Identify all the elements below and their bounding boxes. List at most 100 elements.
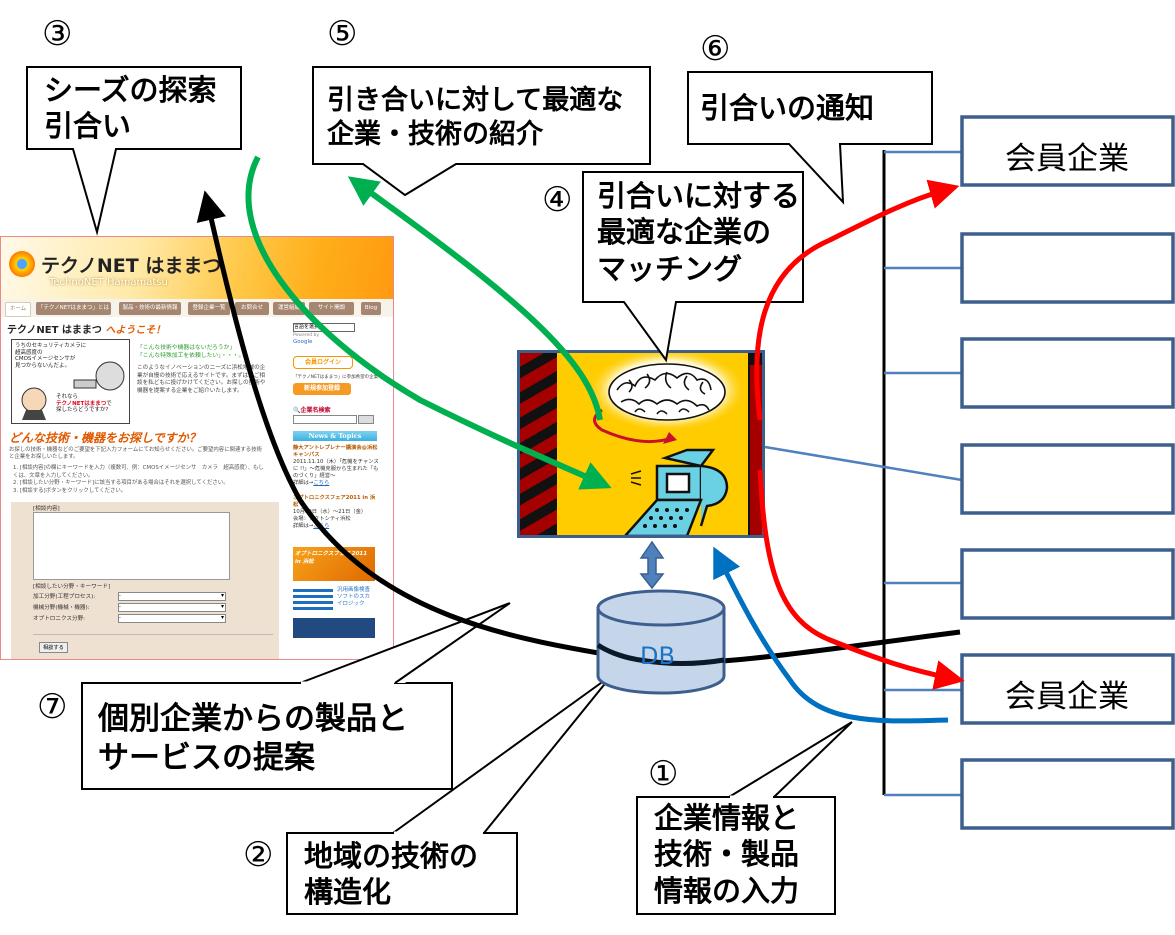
tab-companies[interactable]: 登録企業一覧 bbox=[188, 302, 230, 315]
callout-text-2: 地域の技術の 構造化 bbox=[304, 839, 479, 910]
consult-form: [相談内容] [相談したい分野・キーワード] 加工分野(工程プロセス): - 機… bbox=[11, 502, 279, 659]
red-arrow-notify-top bbox=[754, 179, 960, 421]
company-boxes bbox=[960, 115, 1175, 830]
curved-arrow bbox=[593, 408, 673, 444]
skylogiq-text[interactable]: 汎用画像検査 ソフトのスカ イロジック bbox=[337, 587, 371, 608]
site-paragraph: お探しの技術・機器などのご要望を下記入力フォームにてお知らせください。ご要望内容… bbox=[9, 447, 262, 461]
callout-text-7: 個別企業からの製品と サービスの提案 bbox=[98, 701, 408, 776]
step-number-2: ② bbox=[243, 835, 274, 875]
company-search-heading: 🔍企業名検索 bbox=[293, 407, 331, 414]
site-comic: うちのセキュリティカメラに 超高感度の CMOSイメージセンサが 見つからないん… bbox=[11, 339, 130, 424]
site-heading: どんな技術・機器をお探しですか？ bbox=[9, 431, 201, 445]
comic-illustration bbox=[21, 361, 125, 420]
news-link[interactable]: こちら bbox=[313, 480, 330, 487]
site-welcome: テクノNET はままつ へようこそ！ bbox=[7, 321, 269, 336]
consult-submit-button[interactable]: 相談する bbox=[39, 642, 68, 653]
step-number-1: ① bbox=[648, 754, 679, 794]
search-icon: 🔍 bbox=[293, 407, 301, 414]
form-divider bbox=[33, 634, 273, 635]
callout-text-1: 企業情報と 技術・製品 情報の入力 bbox=[654, 801, 800, 908]
join-note: 「テクノNETはままつ」に参加希望の企業 bbox=[293, 375, 379, 380]
company-connectors bbox=[764, 150, 963, 797]
field-label: オプトロニクス分野: bbox=[33, 616, 86, 622]
site-logo[interactable]: テクノNET はままつ bbox=[41, 255, 222, 277]
site-intro: このようなイノベーションのニーズに浜松地域の企業が自慢の技術で応えるサイトです。… bbox=[137, 365, 266, 394]
news-title[interactable]: 静大アントレプレナー講演会@浜松キャンパス bbox=[293, 445, 378, 459]
company-box bbox=[960, 232, 1175, 304]
callouts bbox=[26, 66, 933, 915]
database-label: DB bbox=[640, 642, 675, 670]
green-arrow-introduction bbox=[347, 176, 603, 421]
matching-illustration bbox=[517, 350, 765, 538]
double-arrow-icon bbox=[639, 540, 665, 590]
news-title[interactable]: オプトロニクスフェア2011 in 浜松 bbox=[293, 495, 376, 509]
step-number-6: ⑥ bbox=[700, 29, 731, 69]
callout-box-4 bbox=[582, 171, 804, 363]
callout-box-3 bbox=[26, 66, 242, 236]
tab-latest[interactable]: 製品・技術の最新情報 bbox=[119, 302, 181, 315]
instruction-item: 1. [相談内容]の欄にキーワードを入力（複数可、例：CMOSイメージセンサ カ… bbox=[13, 465, 264, 479]
step-number-5: ⑤ bbox=[327, 14, 358, 54]
company-box bbox=[960, 115, 1175, 187]
step-number-7: ⑦ bbox=[37, 687, 68, 727]
brain-computer-graphic bbox=[587, 353, 747, 535]
instruction-item: 3. [相談する]ボタンをクリックしてください。 bbox=[13, 487, 127, 494]
signal-lines bbox=[630, 470, 642, 486]
fields-label: [相談したい分野・キーワード] bbox=[33, 584, 111, 590]
website-screenshot: テクノNET はままつ TechnoNET Hamamatsu ホーム 「テクノ… bbox=[0, 236, 394, 660]
step-number-3: ③ bbox=[42, 14, 73, 54]
company-search-input[interactable] bbox=[293, 415, 357, 424]
callout-pointer-1 bbox=[728, 721, 853, 798]
sidebar-banner[interactable] bbox=[293, 618, 375, 638]
field-label: 機械分野(機械・機器): bbox=[33, 605, 90, 611]
company-search-button[interactable] bbox=[358, 415, 374, 424]
callout-pointer-7 bbox=[299, 602, 511, 684]
tab-blog[interactable]: Blog bbox=[361, 302, 381, 315]
callout-box-5 bbox=[312, 66, 651, 197]
welcome-suffix: へようこそ！ bbox=[105, 325, 166, 336]
company-box bbox=[960, 337, 1175, 409]
news-body: 2011.11.10（木）「危機をチャンスに !!」〜危機克服から生まれた「もの… bbox=[293, 459, 379, 487]
company-label: 会員企業 bbox=[1005, 679, 1129, 715]
google-logo: Google bbox=[293, 339, 313, 345]
site-banner: テクノNET はままつ TechnoNET Hamamatsu bbox=[1, 237, 393, 299]
callout-text-4: 引合いに対する 最適な企業の マッチング bbox=[597, 179, 801, 286]
black-arrow-overlap bbox=[596, 642, 725, 666]
site-logo-sub: TechnoNET Hamamatsu bbox=[49, 277, 168, 288]
processing-select[interactable]: - bbox=[118, 592, 226, 601]
instruction-item: 2. [相談したい分野・キーワード]に該当する項目がある場合はそれを選択してくだ… bbox=[13, 480, 229, 487]
join-button[interactable]: 新規参加登録 bbox=[293, 383, 351, 395]
content-label: [相談内容] bbox=[33, 506, 60, 512]
welcome-prefix: テクノNET はままつ bbox=[7, 325, 102, 336]
member-login-button[interactable]: 会員ログイン bbox=[293, 356, 353, 369]
powered-by: Powered by bbox=[293, 333, 320, 338]
tab-about[interactable]: 「テクノNETはままつ」とは bbox=[36, 302, 111, 315]
tab-site-info[interactable]: サイト開設 bbox=[309, 302, 354, 315]
step-number-4: ④ bbox=[542, 180, 573, 220]
tab-contact[interactable]: お問合せ bbox=[235, 302, 269, 315]
company-box bbox=[960, 758, 1175, 830]
red-arrow-notify-bottom bbox=[757, 469, 965, 690]
callout-text-5: 引き合いに対して最適な 企業・技術の紹介 bbox=[327, 85, 624, 150]
brain-icon bbox=[608, 363, 726, 421]
site-instructions: 1. [相談内容]の欄にキーワードを入力（複数可、例：CMOSイメージセンサ カ… bbox=[13, 465, 269, 495]
tab-home[interactable]: ホーム bbox=[5, 302, 31, 317]
black-arrow-proposal bbox=[196, 190, 961, 666]
skylogiq-logo[interactable] bbox=[293, 586, 333, 610]
optronics-select[interactable]: - bbox=[118, 614, 226, 623]
camera-icon bbox=[73, 379, 97, 389]
news-heading: News & Topics bbox=[293, 431, 377, 441]
company-box bbox=[960, 548, 1175, 620]
site-main: テクノNET はままつ へようこそ！ うちのセキュリティカメラに 超高感度の C… bbox=[7, 319, 279, 659]
company-label: 会員企業 bbox=[1005, 141, 1129, 177]
connector bbox=[764, 445, 963, 482]
database-icon bbox=[596, 589, 726, 695]
content-textarea[interactable] bbox=[33, 512, 230, 580]
field-label: 加工分野(工程プロセス): bbox=[33, 594, 96, 600]
callout-text-6: 引合いの通知 bbox=[700, 91, 875, 125]
comic-text-2: それなら テクノNETはままつで 探したらどうですか? bbox=[56, 394, 112, 414]
callout-pointer-2 bbox=[392, 674, 613, 834]
keyboard-keys bbox=[643, 508, 689, 528]
machinery-select[interactable]: - bbox=[118, 603, 226, 612]
